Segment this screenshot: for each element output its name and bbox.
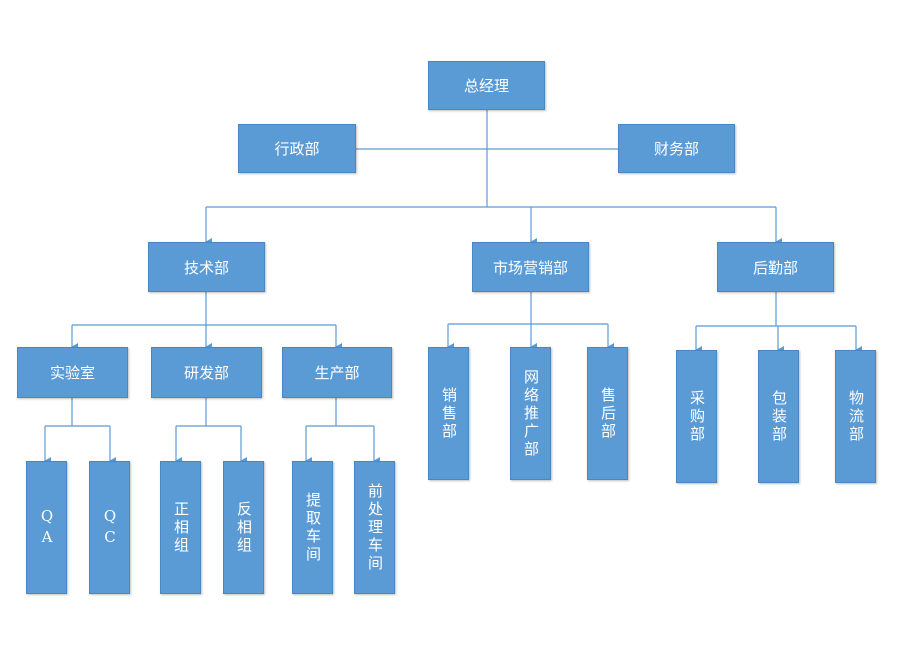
node-reverse-group: 反相组 [223,461,264,594]
node-finance: 财务部 [618,124,735,173]
node-logistics-label: 后勤部 [752,258,798,277]
node-tech-label: 技术部 [183,258,229,277]
node-online-promotion: 网络推广部 [510,347,551,480]
node-ceo-label: 总经理 [463,77,509,95]
node-logistics-dept: 物流部 [835,350,876,483]
node-qc-label: QC [101,506,119,549]
node-after-sales-label: 售后部 [599,386,617,441]
node-online-promotion-label: 网络推广部 [522,368,540,459]
node-qa: QA [26,461,67,594]
node-tech: 技术部 [148,242,265,292]
node-packaging-label: 包装部 [770,389,788,444]
node-logistics-dept-label: 物流部 [847,389,865,444]
node-production: 生产部 [282,347,392,398]
node-qa-label: QA [38,506,56,549]
node-production-label: 生产部 [314,364,360,382]
node-extraction-workshop-label: 提取车间 [304,491,322,564]
node-after-sales: 售后部 [587,347,628,480]
node-lab: 实验室 [17,347,128,398]
node-logistics: 后勤部 [717,242,834,292]
node-positive-group: 正相组 [160,461,201,594]
node-marketing: 市场营销部 [472,242,589,292]
node-finance-label: 财务部 [653,140,699,158]
node-sales-label: 销售部 [440,386,458,441]
node-extraction-workshop: 提取车间 [292,461,333,594]
node-qc: QC [89,461,130,594]
node-purchasing-label: 采购部 [688,389,706,444]
node-packaging: 包装部 [758,350,799,483]
node-marketing-label: 市场营销部 [492,258,568,277]
node-sales: 销售部 [428,347,469,480]
node-admin: 行政部 [238,124,356,173]
node-purchasing: 采购部 [676,350,717,483]
node-lab-label: 实验室 [49,364,95,382]
node-rnd-label: 研发部 [183,364,229,382]
node-pretreatment-workshop-label: 前处理车间 [366,482,384,573]
node-ceo: 总经理 [428,61,545,110]
node-reverse-group-label: 反相组 [235,500,253,555]
node-positive-group-label: 正相组 [172,500,190,555]
node-admin-label: 行政部 [274,140,320,158]
node-rnd: 研发部 [151,347,262,398]
node-pretreatment-workshop: 前处理车间 [354,461,395,594]
